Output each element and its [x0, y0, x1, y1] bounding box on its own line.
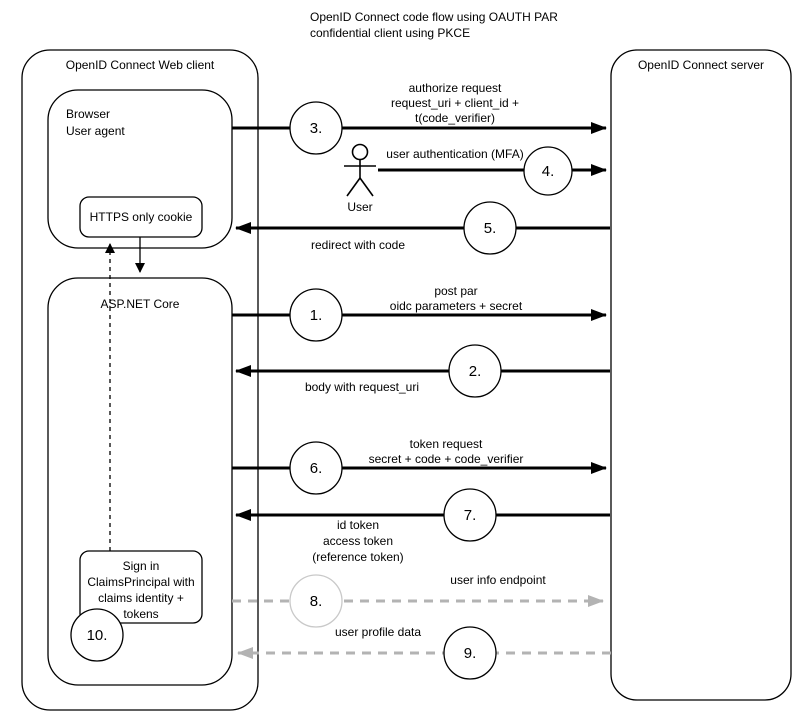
diagram-title-line1: OpenID Connect code flow using OAUTH PAR	[310, 10, 558, 24]
signin-box	[79, 550, 203, 624]
browser-box-label-line1: Browser	[66, 107, 110, 121]
signin-box-label-line1: Sign in	[123, 559, 160, 573]
step-5-circle	[463, 201, 517, 255]
browser-box-label-line2: User agent	[66, 124, 125, 138]
signin-box-label-line4: tokens	[123, 607, 158, 621]
step-3-label-line2: request_uri + client_id +	[391, 96, 519, 110]
server-box-label: OpenID Connect server	[638, 58, 764, 72]
step-6-circle	[289, 441, 343, 495]
step-8-label: user info endpoint	[450, 573, 546, 587]
step-6-label-line1: token request	[410, 437, 483, 451]
step-9-number: 9.	[464, 645, 477, 662]
step-7-number: 7.	[464, 507, 477, 524]
step-3-label-line3: t(code_verifier)	[415, 111, 495, 125]
diagram-title-line2: confidential client using PKCE	[310, 26, 470, 40]
step-9-label: user profile data	[335, 625, 421, 639]
user-actor-icon	[344, 143, 376, 197]
step-2-label: body with request_uri	[305, 380, 419, 394]
step-3-number: 3.	[310, 120, 323, 137]
step-8-number: 8.	[310, 593, 323, 610]
cookie-box	[79, 196, 203, 238]
step-6-number: 6.	[310, 460, 323, 477]
step-1-label-line2: oidc parameters + secret	[390, 299, 523, 313]
step-1-number: 1.	[310, 307, 323, 324]
step-9-circle	[443, 626, 497, 680]
user-actor-label: User	[347, 200, 372, 214]
step-7-label-line2: access token	[323, 534, 393, 548]
step-7-label-line1: id token	[337, 518, 379, 532]
cookie-box-label: HTTPS only cookie	[90, 210, 193, 224]
step-3-circle	[289, 101, 343, 155]
step-4-number: 4.	[542, 163, 555, 180]
step-3-label-line1: authorize request	[409, 81, 502, 95]
step-10-circle	[70, 608, 124, 662]
signin-box-label-line3: claims identity +	[98, 591, 184, 605]
step-1-circle	[289, 288, 343, 342]
step-10-number: 10.	[87, 627, 108, 644]
server-box	[610, 49, 792, 701]
step-4-circle	[523, 146, 573, 196]
step-7-label-line3: (reference token)	[312, 550, 403, 564]
step-1-label-line1: post par	[434, 284, 477, 298]
aspnet-box-label: ASP.NET Core	[101, 297, 180, 311]
step-5-number: 5.	[484, 220, 497, 237]
step-4-label: user authentication (MFA)	[386, 147, 523, 161]
client-box-label: OpenID Connect Web client	[66, 58, 215, 72]
step-7-circle	[443, 488, 497, 542]
step-2-circle	[448, 344, 502, 398]
step-5-label: redirect with code	[311, 238, 405, 252]
step-6-label-line2: secret + code + code_verifier	[369, 452, 524, 466]
step-8-circle	[289, 574, 343, 628]
step-2-number: 2.	[469, 363, 482, 380]
signin-box-label-line2: ClaimsPrincipal with	[87, 575, 194, 589]
